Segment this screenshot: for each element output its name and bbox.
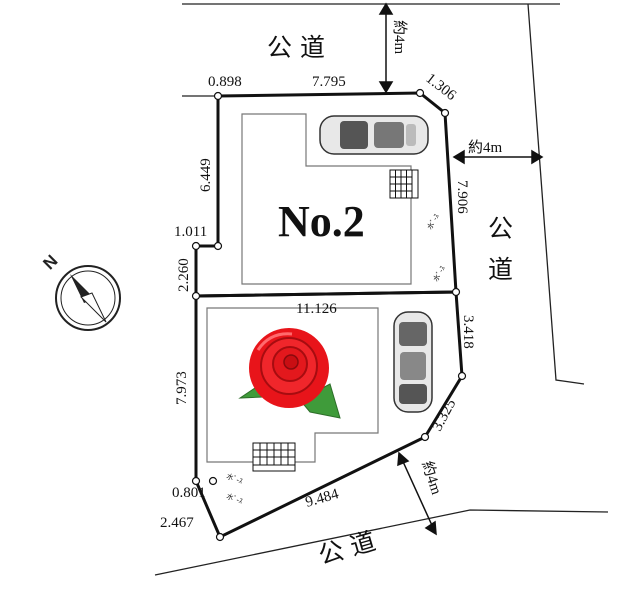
node xyxy=(451,287,461,297)
node xyxy=(208,476,218,486)
bottom-road-far-edge xyxy=(154,509,609,576)
boundary-nodes xyxy=(191,88,467,542)
dim-bottom: 9.484 xyxy=(304,486,341,511)
lower-lot-building xyxy=(206,307,379,463)
entrance-grid-lower xyxy=(252,442,296,472)
right-road-far-edge xyxy=(527,3,585,385)
node xyxy=(440,108,450,118)
node xyxy=(191,476,201,486)
node xyxy=(213,91,223,101)
dim-left-step: 1.011 xyxy=(174,224,207,240)
dim-bottom-left-short: 0.801 xyxy=(172,485,206,501)
car-icon-lower xyxy=(393,311,433,413)
car-icon-upper xyxy=(319,115,429,155)
bottom-road-label: 公 道 xyxy=(315,526,379,570)
top-road-label: 公 道 xyxy=(267,33,325,62)
dim-left-lower-upper: 2.260 xyxy=(176,258,192,292)
dim-middle: 11.126 xyxy=(296,301,337,317)
node xyxy=(415,88,425,98)
lot-no2-building xyxy=(241,113,412,285)
top-road-width: 約4m xyxy=(391,20,408,55)
road-width-arrows xyxy=(378,2,544,536)
entrance-grid-upper xyxy=(389,169,419,199)
setback-label: 水ﾞ-ｽ xyxy=(425,212,441,231)
dim-right-mid: 3.418 xyxy=(460,315,476,349)
dim-top: 7.795 xyxy=(312,74,346,90)
compass-icon xyxy=(55,265,121,331)
dim-top-left-short: 0.898 xyxy=(208,74,242,90)
setback-label: 水ﾞ-ｽ xyxy=(225,491,244,505)
setback-label: 水ﾞ-ｽ xyxy=(225,471,244,485)
right-road-label-2: 道 xyxy=(488,255,513,284)
compass-north-label: N xyxy=(39,251,61,273)
right-road-width: 約4m xyxy=(468,139,503,156)
dim-bottom-left-corner: 2.467 xyxy=(160,515,194,531)
node xyxy=(191,291,201,301)
lot-number: No.2 xyxy=(278,197,365,246)
rose-icon xyxy=(238,328,341,419)
dim-right-upper: 7.906 xyxy=(454,180,470,214)
node xyxy=(191,241,201,251)
bottom-road-width: 約4m xyxy=(418,459,445,497)
node xyxy=(215,532,225,542)
dim-lower-left-side: 7.973 xyxy=(174,371,190,405)
node xyxy=(457,371,467,381)
right-road-label-1: 公 xyxy=(488,214,513,243)
setback-label: 水ﾞ-ｽ xyxy=(431,264,447,283)
road-edges xyxy=(154,3,609,576)
node xyxy=(420,432,430,442)
dim-upper-left-side: 6.449 xyxy=(198,158,214,192)
dim-right-lower: 3.325 xyxy=(429,397,459,434)
node xyxy=(213,241,223,251)
